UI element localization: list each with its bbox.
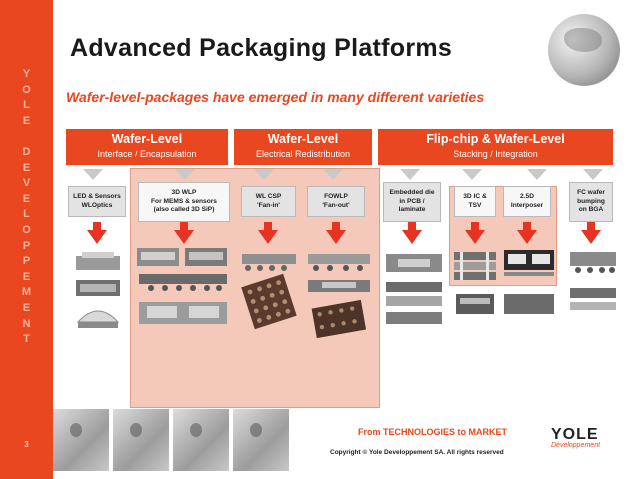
sidebar-letter: N	[22, 317, 31, 330]
yole-logo: YOLE Développement	[551, 426, 600, 449]
logo-name: YOLE	[551, 426, 599, 443]
sidebar-letters: Y O L E D E V E L O P P E M E N T	[0, 67, 53, 348]
header-title: Flip-chip & Wafer-Level	[426, 132, 565, 146]
embedded-die-package-image	[386, 254, 442, 324]
globe-icon	[548, 14, 620, 86]
down-arrow-icon	[465, 222, 485, 244]
footer-photo-strip	[53, 409, 289, 471]
sidebar-letter: Y	[22, 68, 31, 80]
down-arrow-icon	[87, 222, 107, 244]
sidebar-letter: E	[22, 114, 31, 127]
sidebar-letter: E	[22, 161, 31, 174]
slide-title: Advanced Packaging Platforms	[70, 34, 453, 62]
header-title: Wafer-Level	[267, 132, 339, 146]
down-arrow-icon	[174, 222, 194, 244]
header-wafer-level-redistribution: Wafer-Level Electrical Redistribution	[234, 129, 372, 165]
down-arrow-icon	[326, 222, 346, 244]
3d-wlp-package-image	[137, 248, 227, 324]
down-arrow-icon	[581, 222, 601, 244]
header-arrow-icon	[462, 169, 482, 180]
header-subtitle: Electrical Redistribution	[255, 149, 351, 159]
wl-csp-package-image	[241, 254, 297, 330]
category-led-sensors: LED & Sensors WLOptics	[68, 186, 126, 217]
sidebar-letter: E	[22, 192, 31, 205]
sidebar-letter: V	[22, 177, 31, 190]
category-3d-wlp: 3D WLP For MEMS & sensors (also called 3…	[138, 182, 230, 222]
sidebar-letter: O	[22, 223, 31, 236]
sidebar-letter: L	[23, 99, 30, 112]
logo-subtitle: Développement	[551, 442, 601, 449]
category-wl-csp: WL CSP 'Fan-in'	[241, 186, 296, 217]
meeting-photo-image	[173, 409, 229, 471]
category-embedded-die: Embedded die in PCB / laminate	[383, 182, 441, 222]
header-subtitle: Stacking / Integration	[453, 149, 538, 159]
document-photo-image	[113, 409, 169, 471]
sidebar-letter: P	[22, 239, 31, 252]
fowlp-package-image	[308, 254, 370, 339]
header-flip-chip-stacking: Flip-chip & Wafer-Level Stacking / Integ…	[378, 129, 613, 165]
header-arrow-icon	[175, 169, 195, 180]
down-arrow-icon	[517, 222, 537, 244]
sidebar-letter	[0, 129, 53, 145]
slide-subtitle: Wafer-level-packages have emerged in man…	[66, 89, 485, 105]
header-arrow-icon	[400, 169, 420, 180]
handshake-photo-image	[233, 409, 289, 471]
fc-bumping-package-image	[570, 252, 616, 310]
footer-tagline: From TECHNOLOGIES to MARKET	[358, 427, 507, 437]
header-arrow-icon	[83, 169, 103, 180]
sidebar-letter: D	[22, 145, 31, 158]
category-fc-wafer-bumping: FC wafer bumping on BGA	[569, 182, 613, 222]
header-arrow-icon	[583, 169, 603, 180]
sidebar-letter: T	[23, 333, 30, 346]
down-arrow-icon	[258, 222, 278, 244]
copyright-text: Copyright © Yole Developpement SA. All r…	[330, 449, 504, 456]
header-subtitle: Interface / Encapsulation	[97, 149, 197, 159]
header-arrow-icon	[527, 169, 547, 180]
sidebar-letter: P	[22, 255, 31, 268]
down-arrow-icon	[402, 222, 422, 244]
led-package-image	[76, 252, 120, 328]
header-wafer-level-interface: Wafer-Level Interface / Encapsulation	[66, 129, 228, 165]
sidebar-letter: L	[23, 208, 30, 221]
sidebar-letter: E	[22, 270, 31, 283]
team-photo-image	[53, 409, 109, 471]
sidebar-letter: M	[21, 286, 32, 299]
3d-ic-tsv-package-image	[454, 252, 496, 314]
header-arrow-icon	[254, 169, 274, 180]
sidebar-letter: E	[22, 301, 31, 314]
header-arrow-icon	[323, 169, 343, 180]
interposer-package-image	[504, 250, 554, 314]
category-3d-ic-tsv: 3D IC & TSV	[454, 186, 496, 217]
category-2-5d-interposer: 2.5D Interposer	[503, 186, 551, 217]
category-fowlp: FOWLP 'Fan-out'	[307, 186, 365, 217]
side-bar	[0, 0, 53, 479]
sidebar-letter: O	[22, 83, 31, 96]
page-number: 3	[24, 440, 29, 449]
header-title: Wafer-Level	[111, 132, 183, 146]
